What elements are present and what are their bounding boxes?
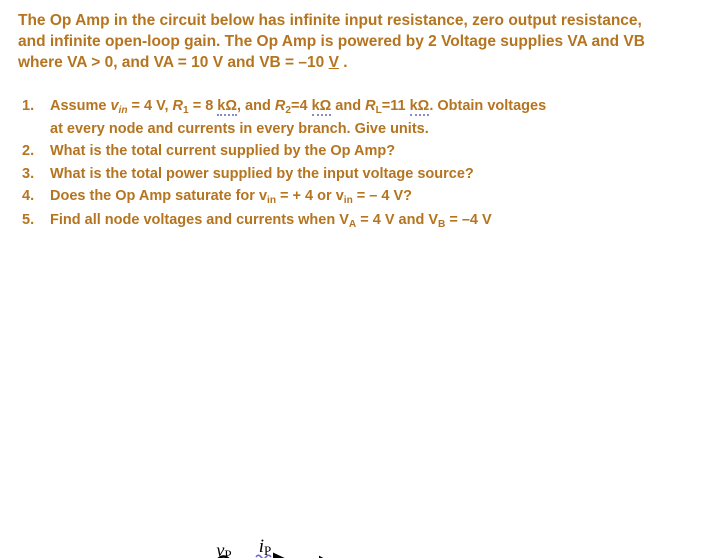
- q1-seg-g: =11: [381, 98, 410, 114]
- q5-seg-b: = 4 V and: [356, 211, 429, 228]
- problem-line-3: where VA > 0, and VA = 10 V and VB = –10…: [18, 52, 708, 73]
- q1-r1-sub: 1: [183, 105, 189, 116]
- q5-seg-c: = –4 V: [445, 211, 492, 228]
- q4-v1: v: [258, 188, 268, 204]
- label-vp: vP: [216, 540, 231, 558]
- question-number-5: 5.: [22, 211, 35, 228]
- q5-v1-sub: A: [348, 218, 357, 230]
- q4-v2: v: [335, 188, 344, 204]
- problem-line-3-a: where VA > 0, and VA = 10 V and VB = –10: [18, 54, 329, 71]
- q4-seg-b: = + 4 or: [276, 188, 336, 204]
- question-text-3: What is the total power supplied by the …: [50, 165, 474, 182]
- q1-kohm-3: kΩ: [409, 98, 430, 116]
- q5-seg-a: Find all node voltages and currents when: [50, 211, 340, 228]
- label-vp-group: vP: [216, 540, 231, 558]
- question-text-5: Find all node voltages and currents when…: [50, 211, 492, 230]
- question-number-1: 1.: [22, 98, 35, 114]
- question-text-1-line2: at every node and currents in every bran…: [50, 120, 429, 137]
- problem-line-3-unit: V: [328, 54, 339, 71]
- q1-seg-f: and: [331, 98, 366, 114]
- q1-r2: R: [274, 98, 286, 114]
- q1-kohm-2: kΩ: [311, 98, 332, 116]
- q1-rl: R: [365, 98, 376, 114]
- q5-v2-sub: B: [438, 218, 446, 230]
- q1-r1: R: [172, 98, 184, 114]
- problem-line-3-b: .: [338, 54, 348, 71]
- question-text-1: Assume vin = 4 V, R1 = 8 kΩ, and R2=4 kΩ…: [50, 98, 547, 116]
- question-item-1: 1. Assume vin = 4 V, R1 = 8 kΩ, and R2=4…: [22, 96, 712, 140]
- spellcheck-underline-ip: [255, 554, 272, 558]
- q1-vin-sub: in: [118, 105, 128, 116]
- q1-rl-sub: L: [375, 105, 382, 116]
- q4-v2-sub: in: [343, 195, 353, 206]
- q1-vin: v: [110, 98, 119, 114]
- problem-statement: The Op Amp in the circuit below has infi…: [18, 10, 708, 73]
- q5-v2: V: [428, 211, 439, 228]
- question-number-2: 2.: [22, 143, 35, 159]
- question-text-4: Does the Op Amp saturate for vin = + 4 o…: [50, 188, 413, 206]
- q1-r2-sub: 2: [285, 105, 291, 116]
- q1-seg-h: . Obtain voltages: [429, 98, 547, 114]
- q4-seg-a: Does the Op Amp saturate for: [50, 188, 259, 204]
- label-ip: iP: [259, 536, 272, 558]
- question-item-3: 3. What is the total power supplied by t…: [22, 164, 712, 186]
- question-number-4: 4.: [22, 188, 35, 204]
- question-item-2: 2. What is the total current supplied by…: [22, 141, 712, 163]
- question-list: 1. Assume vin = 4 V, R1 = 8 kΩ, and R2=4…: [22, 96, 712, 233]
- q4-v1-sub: in: [267, 195, 277, 206]
- problem-line-2: and infinite open-loop gain. The Op Amp …: [18, 33, 645, 50]
- q1-kohm-1: kΩ: [217, 98, 237, 116]
- q1-seg-b: = 4 V,: [127, 98, 173, 114]
- q1-seg-d: , and: [237, 98, 275, 114]
- q1-seg-c: = 8: [188, 98, 218, 114]
- question-item-5: 5. Find all node voltages and currents w…: [22, 210, 712, 233]
- question-item-4: 4. Does the Op Amp saturate for vin = + …: [22, 186, 712, 209]
- q5-v1: V: [339, 211, 349, 228]
- question-text-2: What is the total current supplied by th…: [50, 143, 396, 159]
- problem-line-1: The Op Amp in the circuit below has infi…: [18, 12, 642, 29]
- q4-seg-c: = – 4 V?: [352, 188, 413, 204]
- q1-seg-e: =4: [291, 98, 312, 114]
- q1-seg-a: Assume: [50, 98, 111, 114]
- question-number-3: 3.: [22, 165, 35, 182]
- label-ip-group: iP: [255, 536, 272, 558]
- circuit-diagram: vin: [0, 272, 718, 558]
